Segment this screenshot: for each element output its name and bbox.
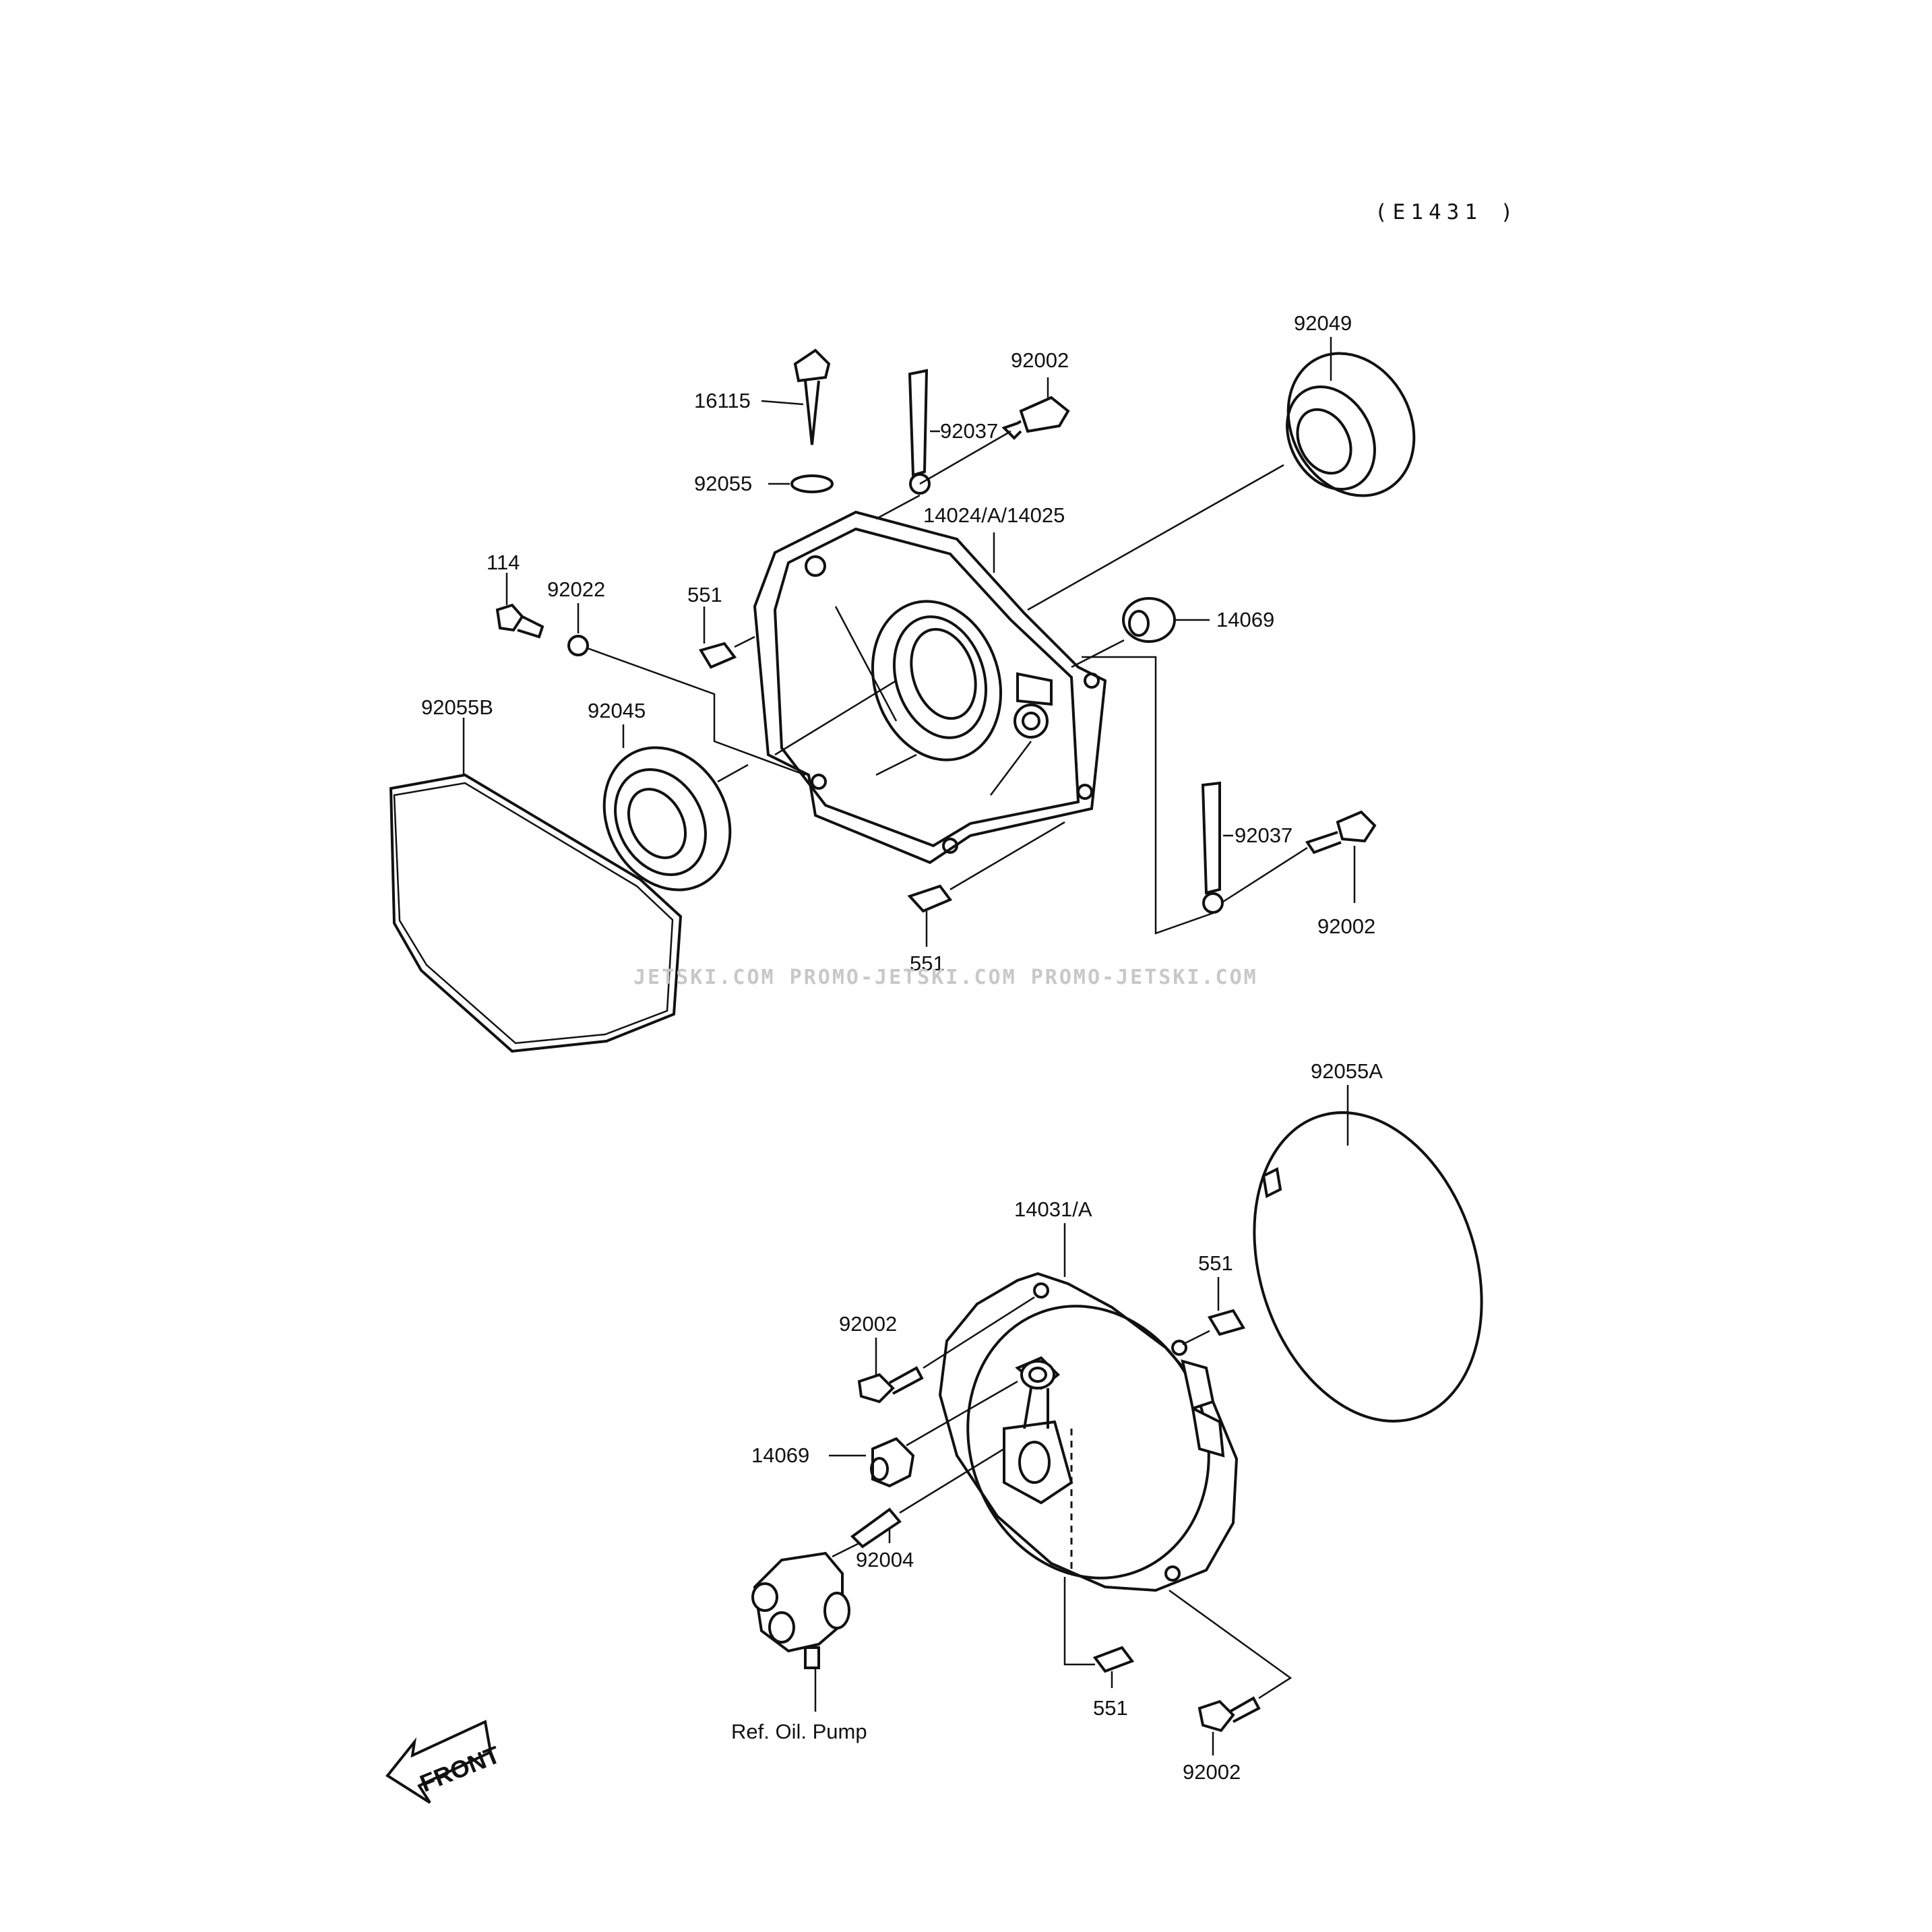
label-92037-top: 92037: [940, 419, 998, 443]
bolt-114: [495, 573, 544, 639]
dowel-551-top: [698, 642, 737, 669]
cover-14024-drawing: [753, 510, 1107, 865]
label-114: 114: [487, 551, 520, 574]
label-92055a: 92055A: [1311, 1059, 1383, 1083]
label-92002-bl: 92002: [839, 1312, 897, 1336]
washer-92022: [567, 635, 589, 656]
clamp-92037-right: [1201, 781, 1233, 914]
label-14024: 14024/A/14025: [923, 503, 1065, 527]
diagram-code: (E1431 ): [1375, 200, 1518, 224]
label-14069-top: 14069: [1216, 608, 1274, 631]
label-92002-right: 92002: [1317, 914, 1375, 938]
bearing-92045: [602, 724, 749, 892]
dowel-551-right: [1207, 1309, 1246, 1336]
bolt-92002-right: [1220, 810, 1377, 904]
upper-cover-assembly: 16115 92055 92037 92002 92049: [389, 311, 1416, 1053]
label-16115: 16115: [694, 389, 751, 412]
label-551-top: 551: [687, 583, 722, 606]
label-551-right: 551: [1198, 1251, 1233, 1275]
label-92055: 92055: [694, 472, 752, 495]
lower-cover-assembly: 92055A 14031/A 551: [731, 1059, 1483, 1784]
oil-pump-drawing: [751, 1542, 860, 1712]
dowel-551-mid: [907, 884, 953, 913]
bearing-92049: [1027, 337, 1416, 611]
label-14069-bottom: 14069: [751, 1443, 809, 1467]
label-92055b: 92055B: [421, 695, 493, 719]
gasket-92055b: [389, 773, 683, 1053]
label-92002-bottom: 92002: [1183, 1760, 1241, 1784]
dipstick-16115: [761, 348, 831, 445]
bolt-92002-top: [875, 377, 1070, 520]
watermark: JETSKI.COM PROMO-JETSKI.COM PROMO-JETSKI…: [633, 966, 1258, 989]
cover-14031-drawing: [938, 1272, 1239, 1592]
label-92049: 92049: [1294, 311, 1352, 335]
bolt-92002-bottom: [1168, 1589, 1292, 1755]
front-arrow: FRONT: [385, 1720, 504, 1804]
label-551-bottom: 551: [1093, 1696, 1128, 1720]
o-ring-92055: [790, 474, 834, 493]
dowel-551-bottom: [1092, 1646, 1135, 1673]
label-14031: 14031/A: [1014, 1197, 1092, 1221]
label-92037-right: 92037: [1235, 823, 1292, 847]
label-92004: 92004: [856, 1548, 914, 1571]
label-92045: 92045: [588, 699, 646, 722]
label-oil-pump: Ref. Oil. Pump: [731, 1720, 867, 1743]
label-92022: 92022: [547, 578, 605, 601]
grommet-14069-bottom: [829, 1380, 1018, 1488]
label-551-mid: 551: [910, 952, 945, 975]
bolt-92002-bl: [857, 1296, 1035, 1404]
grommet-14069-top: [1071, 597, 1210, 668]
label-92002-top: 92002: [1011, 348, 1069, 372]
gasket-92055a: [1253, 1085, 1483, 1423]
